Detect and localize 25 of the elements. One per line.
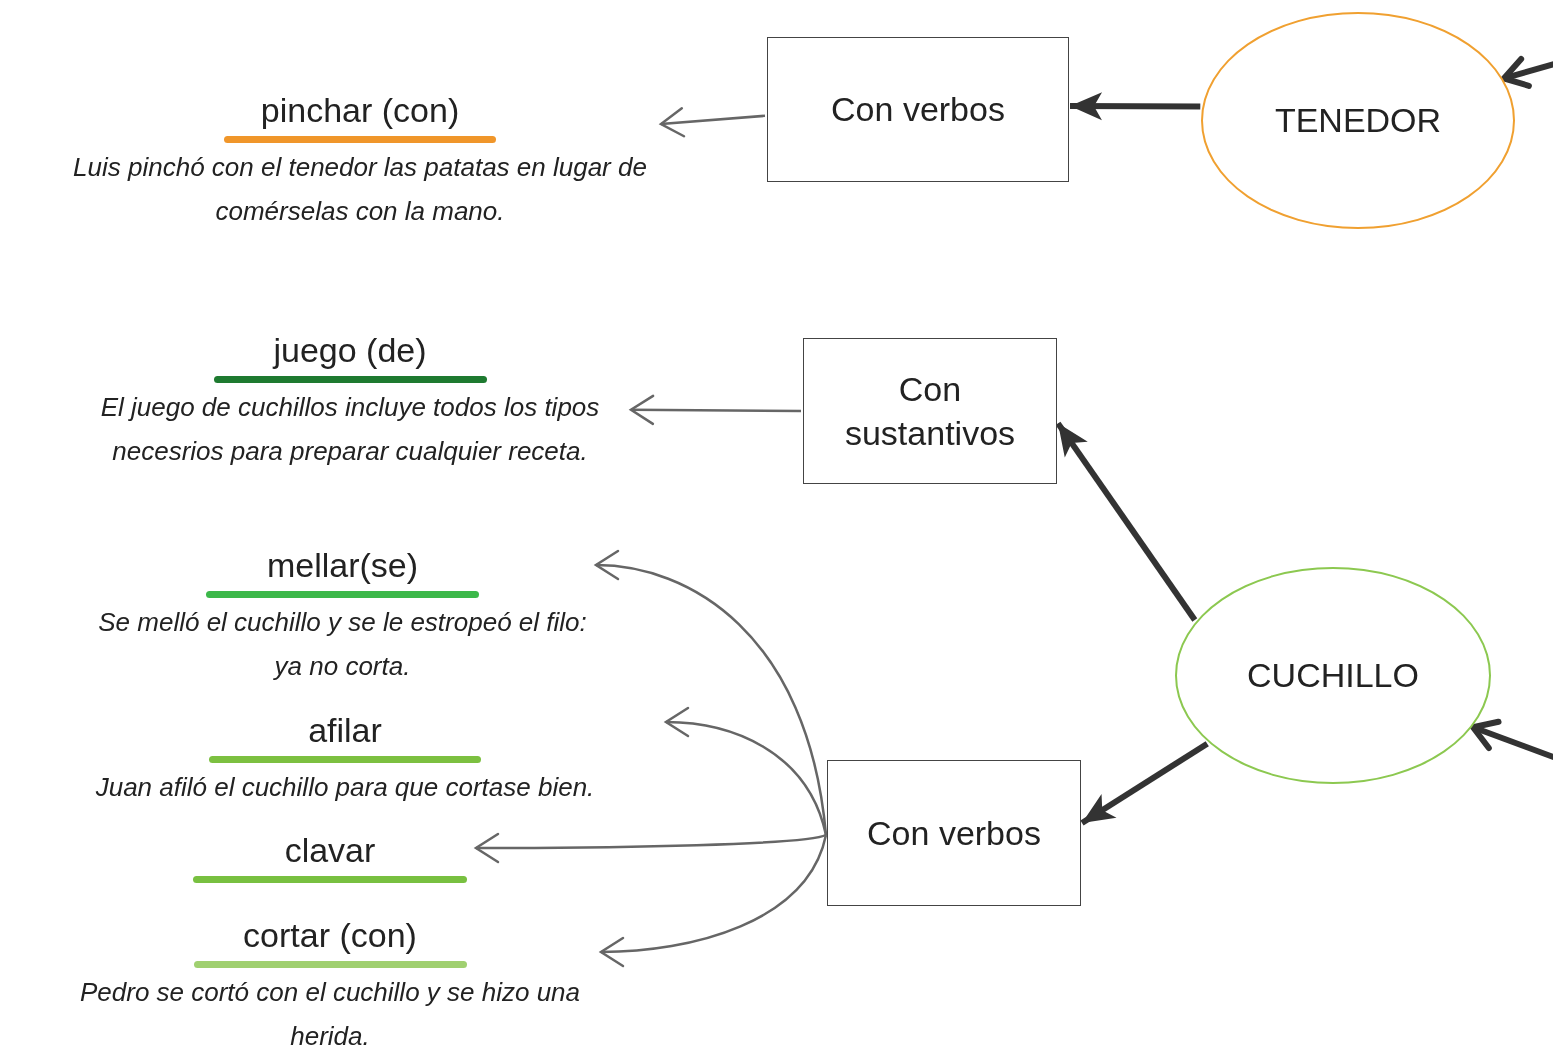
headword: cortar (con): [243, 915, 417, 955]
category-box: Con sustantivos: [803, 338, 1057, 484]
arrow: [629, 394, 801, 426]
headword: mellar(se): [266, 545, 419, 585]
arrow: [1055, 421, 1198, 622]
headword: afilar: [308, 710, 382, 750]
arrow: [1500, 55, 1553, 89]
category-box: Con verbos: [767, 37, 1069, 182]
example-sentence: Juan afiló el cuchillo para que cortase bien.: [95, 771, 595, 804]
concept-ellipse: TENEDOR: [1201, 12, 1515, 229]
headword: juego (de): [273, 330, 427, 370]
arrow: [659, 107, 766, 138]
arrow: [664, 707, 828, 836]
example-sentence: Luis pinchó con el tenedor las patatas en lugar de comérselas con la mano.: [72, 151, 648, 228]
example-sentence: El juego de cuchillos incluye todos los tipos necesrios para preparar cualquier receta.: [99, 391, 601, 468]
concept-ellipse: CUCHILLO: [1175, 567, 1491, 784]
example-sentence: Se melló el cuchillo y se le estropeó el filo: ya no corta.: [97, 606, 588, 683]
headword: clavar: [284, 830, 376, 870]
category-box: Con verbos: [827, 760, 1081, 906]
arrow: [599, 834, 828, 967]
arrow: [1070, 92, 1201, 121]
example-sentence: Pedro se cortó con el cuchillo y se hizo una herida.: [78, 976, 582, 1053]
arrow: [474, 832, 827, 864]
arrow: [1080, 741, 1209, 826]
headword: pinchar (con): [260, 90, 460, 130]
